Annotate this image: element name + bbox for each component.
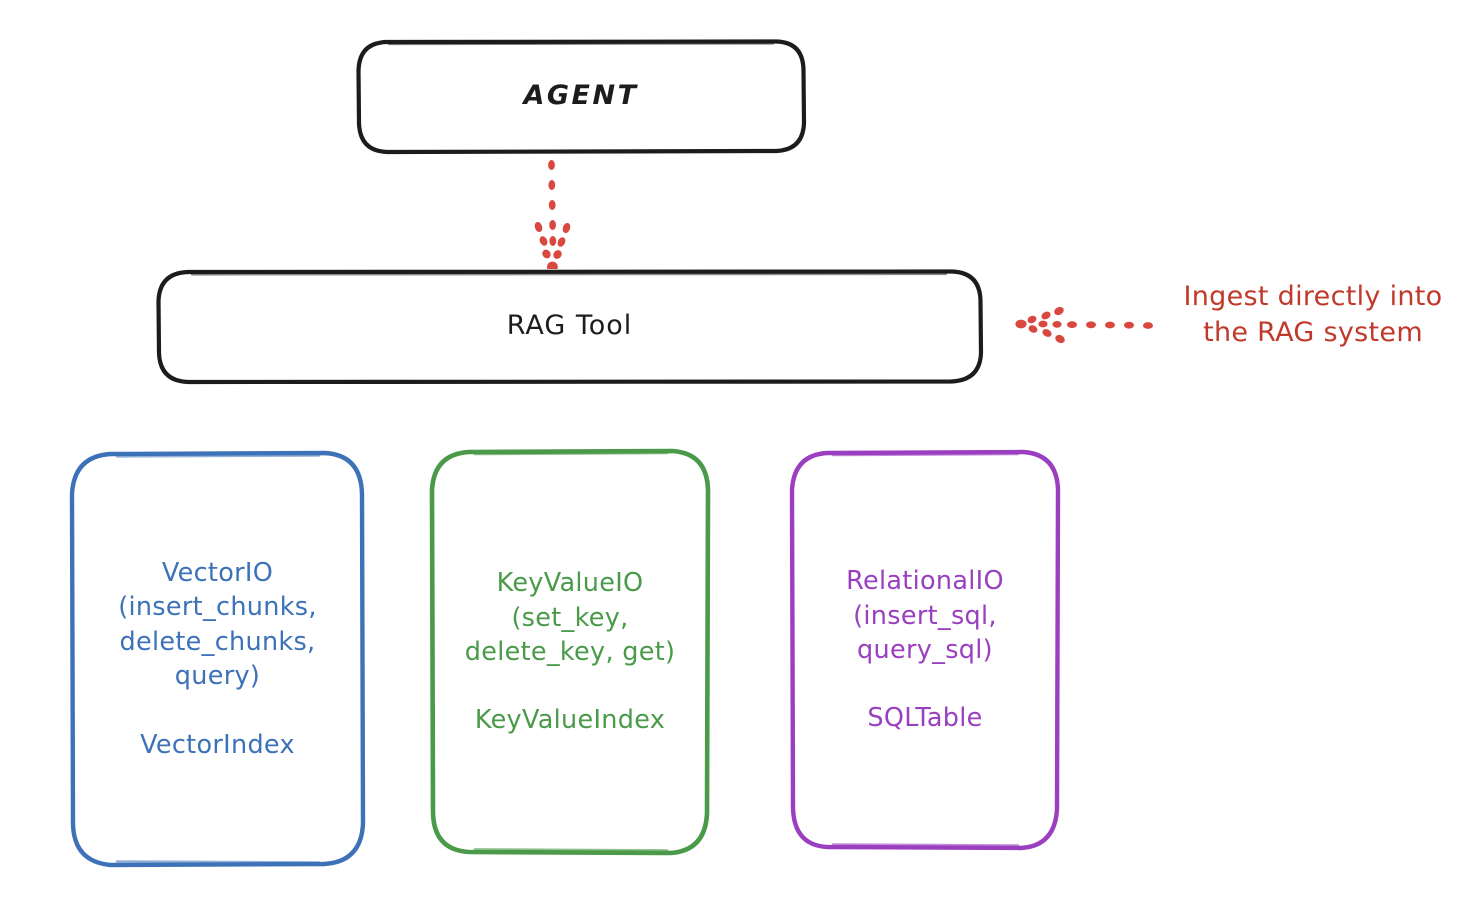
key-value-io-label-group: KeyValueIO (set_key, delete_key, get) Ke… xyxy=(465,532,676,773)
agent-to-rag-tool-connector xyxy=(534,160,571,273)
key-value-io-node[interactable]: KeyValueIO (set_key, delete_key, get) Ke… xyxy=(429,448,711,856)
ingest-annotation-text: Ingest directly into the RAG system xyxy=(1183,281,1443,348)
agent-label: AGENT xyxy=(523,80,639,112)
key-value-io-api-label: KeyValueIO (set_key, delete_key, get) xyxy=(464,568,676,667)
relational-io-node[interactable]: RelationalIO (insert_sql, query_sql) SQL… xyxy=(789,449,1061,851)
sql-table-label: SQLTable xyxy=(867,703,983,734)
vector-io-node[interactable]: VectorIO (insert_chunks, delete_chunks, … xyxy=(69,450,366,868)
rag-tool-node[interactable]: RAG Tool xyxy=(156,269,984,385)
ingest-note-connector xyxy=(1015,306,1153,344)
key-value-index-label: KeyValueIndex xyxy=(474,705,666,736)
rag-tool-label: RAG Tool xyxy=(506,310,633,342)
vector-io-api-label: VectorIO (insert_chunks, delete_chunks, … xyxy=(118,557,317,692)
relational-io-label-group: RelationalIO (insert_sql, query_sql) SQL… xyxy=(846,530,1004,771)
agent-node[interactable]: AGENT xyxy=(356,39,807,155)
relational-io-api-label: RelationalIO (insert_sql, query_sql) xyxy=(846,566,1004,665)
vector-index-label: VectorIndex xyxy=(140,729,295,760)
vector-io-label-group: VectorIO (insert_chunks, delete_chunks, … xyxy=(118,522,317,797)
